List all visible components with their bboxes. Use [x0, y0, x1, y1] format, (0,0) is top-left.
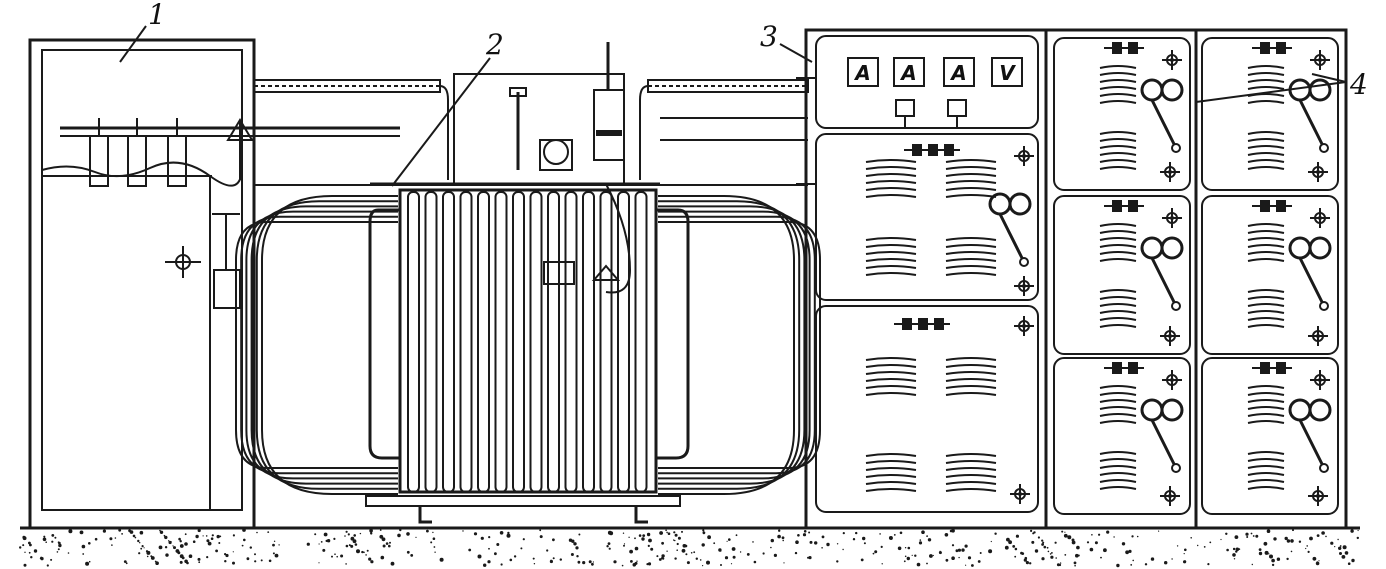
- feeder-panel: [1201, 357, 1339, 515]
- ground: [19, 528, 1360, 568]
- meter-4: [991, 57, 1023, 87]
- lock-icon: [165, 246, 201, 278]
- radiator-loops: [235, 195, 821, 495]
- feeder-panel: [1053, 357, 1191, 515]
- callout-1: 1: [148, 0, 166, 31]
- lv-panel-upper: [815, 133, 1039, 301]
- feeder-panel: [1201, 195, 1339, 355]
- connection-duct: [253, 79, 809, 186]
- meter-label-1: A: [853, 61, 870, 85]
- nameplate: [543, 261, 575, 285]
- callout-4: 4: [1349, 68, 1368, 101]
- handle-icon: [212, 213, 241, 309]
- lv-panel-lower: [815, 305, 1039, 513]
- meter-label-4: V: [999, 61, 1016, 85]
- tank-fins: [407, 191, 648, 493]
- leader-lines: [119, 25, 1347, 187]
- thermometer-icon: [591, 264, 621, 281]
- current-transformers: [895, 99, 967, 128]
- transformer: [235, 42, 821, 524]
- feeder-panel: [1053, 195, 1191, 355]
- callout-2: 2: [485, 28, 504, 61]
- feeder-panel: [1201, 37, 1339, 191]
- meter-2: [893, 57, 925, 87]
- meter-panel: [815, 35, 1039, 129]
- feeder-panels: [865, 37, 1339, 515]
- hv-cabinet: [28, 38, 400, 530]
- feeder-panel: [1053, 37, 1191, 191]
- meter-label-3: A: [949, 61, 966, 85]
- meter-label-2: A: [899, 61, 916, 85]
- meter-3: [943, 57, 975, 87]
- callout-3: 3: [760, 20, 778, 53]
- feeder-cabinets: [1044, 28, 1348, 530]
- meter-1: [847, 57, 879, 87]
